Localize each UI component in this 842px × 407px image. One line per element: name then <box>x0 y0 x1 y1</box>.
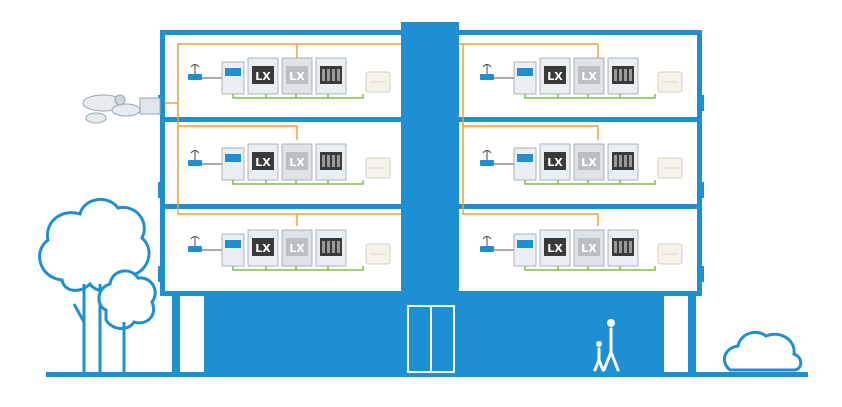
din-rail-module-icon: LX <box>247 57 279 95</box>
din-rail-module-icon: LX <box>281 143 313 181</box>
din-rail-module-icon: LX <box>281 57 313 95</box>
wall-switch-icon <box>657 157 683 179</box>
din-rail-module-icon: LX <box>281 229 313 267</box>
module-label: LX <box>289 242 305 255</box>
din-rail-module-icon <box>221 233 245 267</box>
din-rail-module-icon <box>221 147 245 181</box>
wifi-router-icon <box>480 64 494 80</box>
din-rail-module-icon: LX <box>247 143 279 181</box>
wifi-router-icon <box>480 150 494 166</box>
room-floor-1-right: LX LX <box>480 229 683 271</box>
wall-switch-icon <box>657 71 683 93</box>
entrance-door-icon <box>407 305 455 373</box>
ground-line <box>46 372 808 377</box>
wifi-router-icon <box>480 236 494 252</box>
wifi-router-icon <box>188 64 202 80</box>
din-rail-module-icon: LX <box>573 57 605 95</box>
din-rail-module-icon <box>607 229 639 267</box>
module-label: LX <box>289 70 305 83</box>
wall-switch-icon <box>657 243 683 265</box>
din-rail-module-icon: LX <box>573 143 605 181</box>
din-rail-module-icon: LX <box>539 143 571 181</box>
din-rail-module-icon <box>221 61 245 95</box>
module-label: LX <box>255 156 271 169</box>
tree-icon <box>38 198 151 372</box>
module-label: LX <box>289 156 305 169</box>
module-label: LX <box>581 242 597 255</box>
din-rail-module-icon: LX <box>539 229 571 267</box>
building-shell <box>158 22 704 296</box>
room-floor-3-right: LX LX <box>480 57 683 99</box>
ground-floor-column-left <box>172 296 180 372</box>
wifi-router-icon <box>188 150 202 166</box>
bush-icon <box>722 330 803 372</box>
din-rail-module-icon <box>315 143 347 181</box>
wifi-router-icon <box>188 236 202 252</box>
din-rail-module-icon <box>513 233 537 267</box>
module-label: LX <box>581 70 597 83</box>
wall-switch-icon <box>365 243 391 265</box>
module-label: LX <box>547 70 563 83</box>
ground-floor-column-right <box>688 296 696 372</box>
room-floor-2-right: LX LX <box>480 143 683 185</box>
din-rail-module-icon <box>315 229 347 267</box>
module-label: LX <box>255 70 271 83</box>
din-rail-module-icon <box>513 61 537 95</box>
room-floor-1-left: LX LX <box>188 229 391 271</box>
din-rail-module-icon: LX <box>247 229 279 267</box>
room-floor-3-left: LX LX <box>188 57 391 99</box>
room-floor-2-left: LX LX <box>188 143 391 185</box>
rooms-layer: LX LX LX LX LX LX LX LX LX LX LX LX <box>188 57 683 271</box>
module-label: LX <box>547 156 563 169</box>
adult-and-child-icon <box>593 319 620 372</box>
bus-wiring <box>165 43 599 226</box>
din-rail-module-icon: LX <box>539 57 571 95</box>
module-label: LX <box>547 242 563 255</box>
ceiling-light-fixture-icon <box>82 94 161 124</box>
ground-floor-lobby <box>204 296 664 372</box>
module-label: LX <box>581 156 597 169</box>
din-rail-module-icon <box>607 143 639 181</box>
module-label: LX <box>255 242 271 255</box>
din-rail-module-icon <box>513 147 537 181</box>
tree-icon <box>97 269 157 372</box>
wall-switch-icon <box>365 71 391 93</box>
stairwell-column <box>401 22 459 118</box>
din-rail-module-icon <box>315 57 347 95</box>
din-rail-module-icon: LX <box>573 229 605 267</box>
din-rail-module-icon <box>607 57 639 95</box>
wall-switch-icon <box>365 157 391 179</box>
